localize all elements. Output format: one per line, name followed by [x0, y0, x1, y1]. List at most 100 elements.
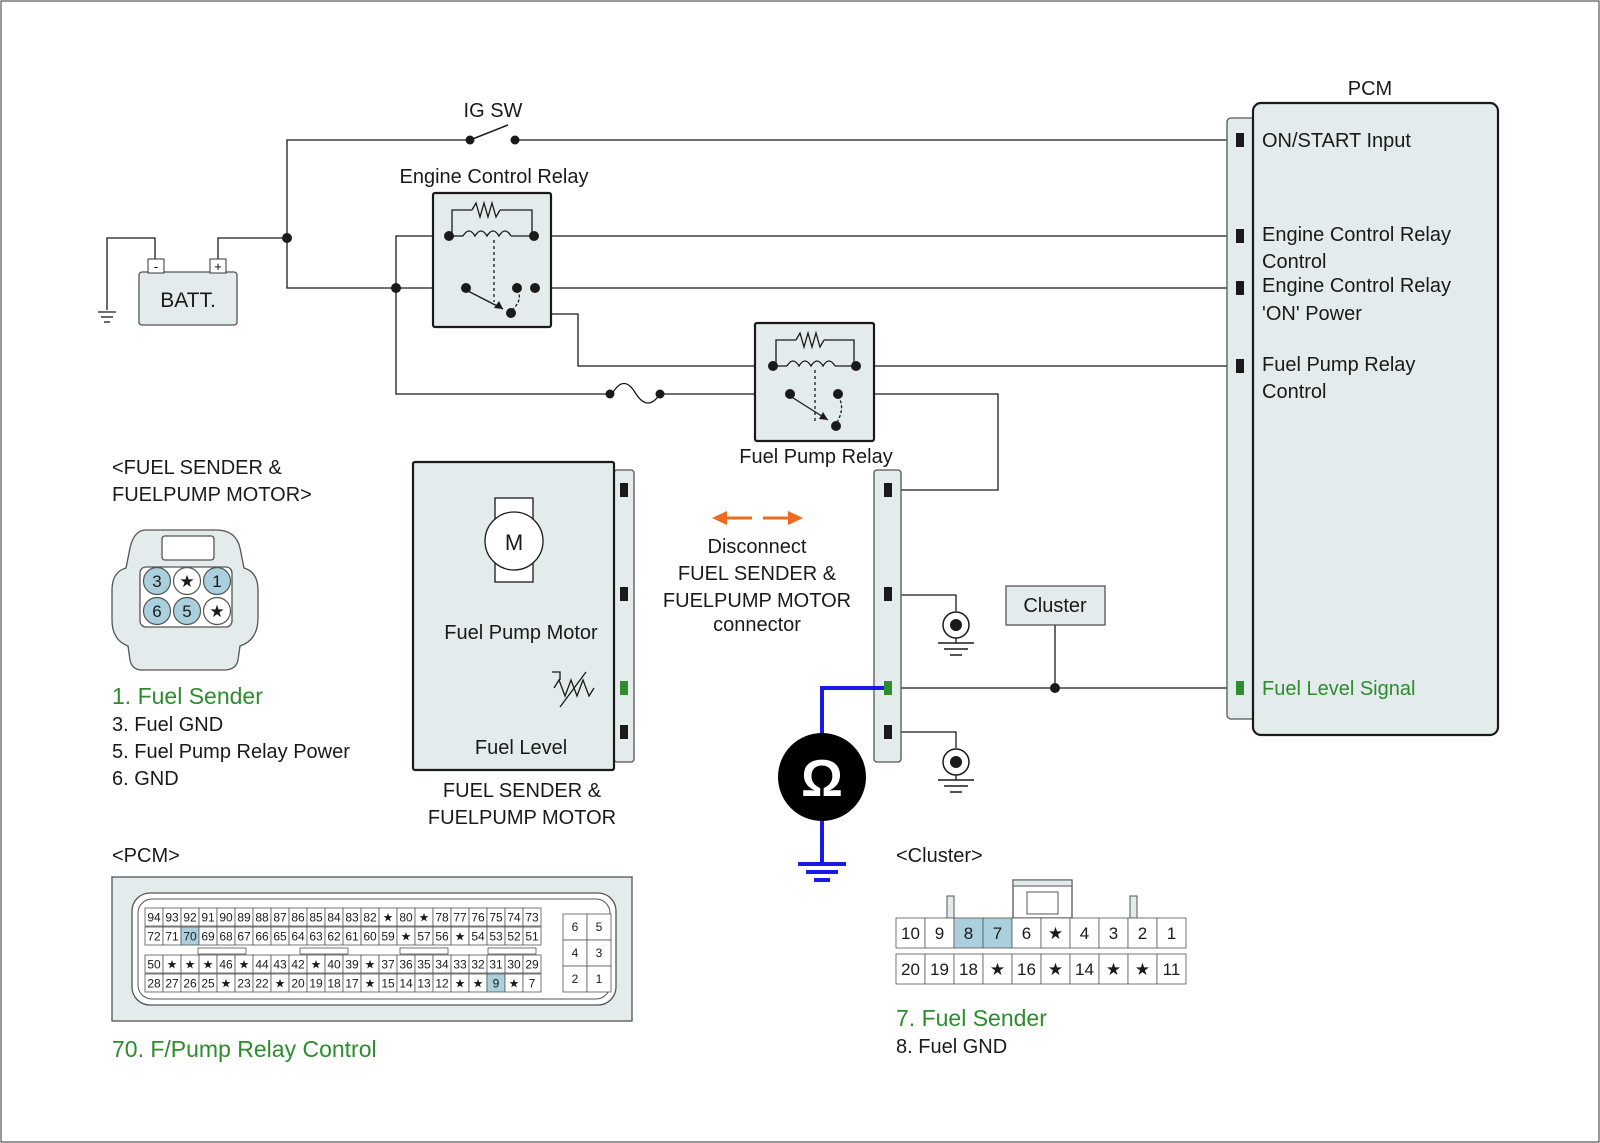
pcm-input-fpr-control-line2: Control	[1262, 381, 1326, 403]
pcm-pin-label: 15	[381, 977, 395, 991]
cluster-pin-label: ★	[1048, 924, 1063, 943]
pcm-pin: 73	[522, 907, 542, 927]
harness-connector	[873, 469, 902, 763]
cluster-pin: 1	[1156, 917, 1187, 949]
pcm-pin-label: 89	[237, 911, 251, 925]
pcm-pin-label: 17	[345, 977, 359, 991]
pcm-pin-label: 74	[507, 911, 521, 925]
pcm-pin-label: 56	[435, 930, 449, 944]
pcm-pin-label: 65	[273, 930, 287, 944]
pcm-pin: 53	[486, 926, 506, 946]
pcm-pin-label: 29	[525, 958, 539, 972]
cluster-pin-label: 19	[930, 960, 949, 979]
pcm-pin-label: 18	[327, 977, 341, 991]
pcm-pin: 74	[504, 907, 524, 927]
pcm-side-pin: 2	[562, 965, 588, 993]
pcm-pin-label: 94	[147, 911, 161, 925]
pcm-pin-label: 27	[165, 977, 179, 991]
pcm-pin-label: 83	[345, 911, 359, 925]
ohmmeter-icon	[778, 733, 866, 821]
pcm-pin: ★	[234, 954, 254, 974]
pcm-side-pin-label: 6	[572, 920, 579, 934]
pcm-pin: 12	[432, 973, 452, 993]
pcm-pin-label: 14	[399, 977, 413, 991]
cluster-pin-label: ★	[990, 960, 1005, 979]
cluster-pin: 18	[953, 953, 984, 985]
pcm-pin: 84	[324, 907, 344, 927]
pcm-key-tab	[299, 947, 349, 955]
battery-negative-label: -	[154, 259, 158, 274]
cluster-pin-label: ★	[1048, 960, 1063, 979]
junction-dots	[282, 233, 1060, 693]
pcm-pin: 72	[144, 926, 164, 946]
pcm-input-fpr-control-line1: Fuel Pump Relay	[1262, 354, 1415, 376]
pcm-pin-label: 37	[381, 958, 395, 972]
cluster-pin-label: 9	[935, 924, 944, 943]
pcm-pin-label: 88	[255, 911, 269, 925]
pcm-pin-label: 62	[327, 930, 341, 944]
pcm-title: PCM	[1348, 78, 1392, 100]
cluster-pin: 8	[953, 917, 984, 949]
fuse-symbol	[611, 382, 661, 404]
pcm-pin-label: 44	[255, 958, 269, 972]
pcm-pin: 77	[450, 907, 470, 927]
cluster-pin-label: 18	[959, 960, 978, 979]
battery-positive-label: +	[214, 259, 222, 274]
pcm-input-on-start: ON/START Input	[1262, 130, 1411, 152]
pcm-input-ecr-control-line1: Engine Control Relay	[1262, 224, 1451, 246]
pcm-pin-label: 82	[363, 911, 377, 925]
cluster-pin: ★	[982, 953, 1013, 985]
cluster-label: Cluster	[1023, 595, 1087, 617]
pcm-pin-label: 20	[291, 977, 305, 991]
pcm-pin-label: 42	[291, 958, 305, 972]
cluster-legend-8: 8. Fuel GND	[896, 1036, 1007, 1058]
cluster-pin-label: 6	[1022, 924, 1031, 943]
cluster-pin: 9	[924, 917, 955, 949]
cluster-pin: 16	[1011, 953, 1042, 985]
pcm-pin-label: ★	[419, 911, 430, 925]
pcm-pin: 13	[414, 973, 434, 993]
cluster-pin-label: 10	[901, 924, 920, 943]
pcm-pin: 68	[216, 926, 236, 946]
ground-icon-lower	[938, 748, 974, 793]
cluster-pin: 14	[1069, 953, 1100, 985]
pcm-pin: 89	[234, 907, 254, 927]
pcm-pin: 44	[252, 954, 272, 974]
pcm-pin-label: 57	[417, 930, 431, 944]
pcm-side-pin: 1	[586, 965, 612, 993]
pcm-pin-label: ★	[185, 958, 196, 972]
pcm-side-pin: 3	[586, 939, 612, 967]
pcm-pin-label: 36	[399, 958, 413, 972]
pcm-pin: 23	[234, 973, 254, 993]
disconnect-line4: connector	[713, 614, 801, 636]
battery: - + BATT.	[138, 258, 238, 326]
cluster-pin: 7	[982, 917, 1013, 949]
pcm-pin: 85	[306, 907, 326, 927]
pcm-pin: 60	[360, 926, 380, 946]
pcm-pin-label: 13	[417, 977, 431, 991]
pcm-pin-label: 34	[435, 958, 449, 972]
pcm-pin: ★	[162, 954, 182, 974]
pcm-pin-label: 25	[201, 977, 215, 991]
pcm-pin-label: 19	[309, 977, 323, 991]
pcm-pin-label: 32	[471, 958, 485, 972]
cluster-pin-label: 16	[1017, 960, 1036, 979]
fs-pin: 6	[142, 596, 172, 626]
pcm-side-pin: 5	[586, 913, 612, 941]
pcm-pin: 34	[432, 954, 452, 974]
pcm-key-tab	[197, 947, 247, 955]
fs-pin-label: 6	[152, 602, 161, 621]
fs-pin-label: 1	[212, 572, 221, 591]
pcm-pin-label: ★	[455, 977, 466, 991]
pcm-pin-label: 64	[291, 930, 305, 944]
cluster-pin-label: 4	[1080, 924, 1089, 943]
pcm-pin: ★	[396, 926, 416, 946]
pcm-pin: 94	[144, 907, 164, 927]
pcm-pin-label: 60	[363, 930, 377, 944]
cluster-pin: ★	[1040, 953, 1071, 985]
fs-pin: 5	[172, 596, 202, 626]
pcm-pin: ★	[216, 973, 236, 993]
